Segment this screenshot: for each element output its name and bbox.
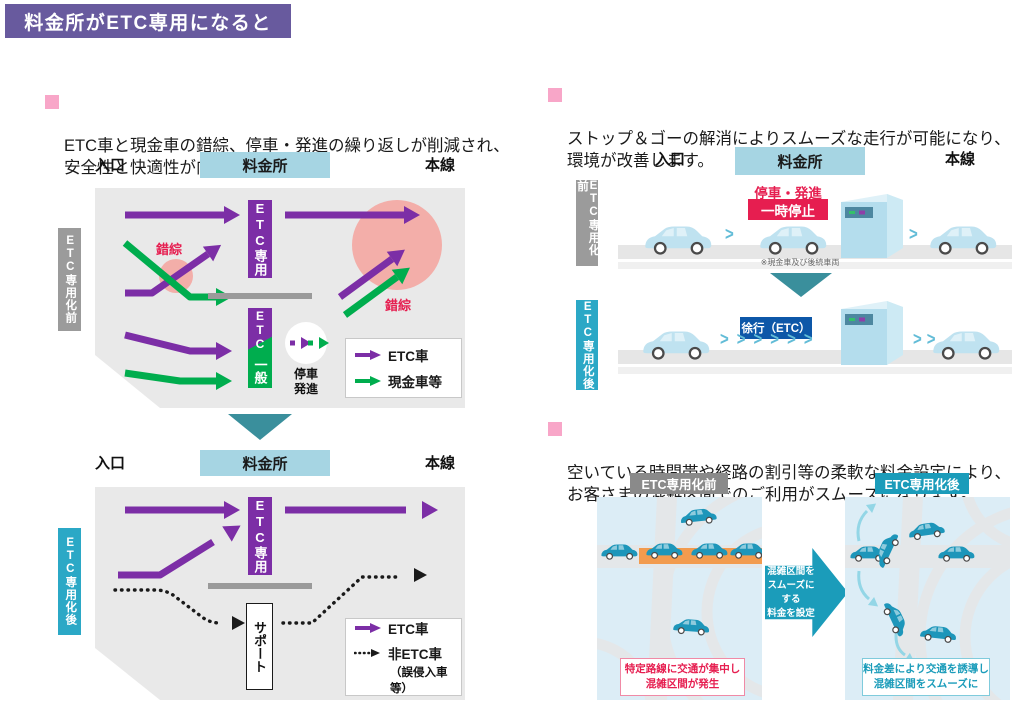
side-label-before: ETC専用化前 xyxy=(576,180,600,266)
green-arrow-icon xyxy=(355,376,381,386)
purple-arrow-icon xyxy=(355,350,381,360)
slow-etc-badge: 徐行（ETC） xyxy=(740,317,812,339)
entrance-label: 入口 xyxy=(654,151,685,168)
title-banner: 料金所がETC専用になると xyxy=(5,4,291,38)
mainline-label: 本線 xyxy=(944,151,975,168)
confusion-label-left: 錯綜 xyxy=(155,242,182,257)
chevron-icon: > xyxy=(725,223,734,246)
chevron-icon: > xyxy=(720,328,729,351)
chevron-icon: > xyxy=(787,328,796,351)
transition-arrow-icon xyxy=(228,414,292,440)
chevron-row: > > > > > > xyxy=(720,328,813,351)
diagram-flow: 入口 料金所 本線 ETC専用化前 停車・発進 一時停止 > > ※現金車及び後… xyxy=(545,140,1024,415)
map-before-caption: 特定路線に交通が集中し 混雑区間が発生 xyxy=(620,658,745,696)
chevron-icon: > xyxy=(753,328,763,351)
legend-item-etc: ETC車 xyxy=(354,618,453,638)
legend-item-etc: ETC車 xyxy=(354,345,453,365)
diagram-etc-after: 入口 料金所 本線 ETC専用化後 ETC専用 サポート ETC車 非ETC車 … xyxy=(40,442,510,707)
legend-item-non-etc-sub: （誤侵入車等） xyxy=(390,667,448,695)
side-label-after: ETC専用化後 xyxy=(576,300,598,390)
measure-arrow-label: 混雑区間を スムーズにする 料金を設定 xyxy=(767,566,815,619)
map-after-graphic xyxy=(845,497,1010,700)
benefit-text-2: ストップ＆ゴーの解消によりスムーズな走行が可能になり、 環境が改善します。 xyxy=(548,84,1022,172)
map-before-header: ETC専用化前 xyxy=(630,473,728,494)
bullet-square-icon xyxy=(548,422,562,436)
support-gate: サポート xyxy=(246,603,273,690)
bullet-square-icon xyxy=(45,95,59,109)
bullet-square-icon xyxy=(548,88,562,102)
tollgate-header: 料金所 xyxy=(200,450,330,476)
map-after-header: ETC専用化後 xyxy=(875,473,969,494)
legend-item-non-etc: 非ETC車 xyxy=(354,643,453,663)
diagram-flow-graphic xyxy=(618,192,1012,374)
pause-badge: 一時停止 xyxy=(748,199,828,220)
purple-arrow-icon xyxy=(355,623,381,633)
legend-item-cash: 現金車等 xyxy=(354,371,453,391)
chevron-icon: > xyxy=(736,328,746,351)
dotted-arrow-icon xyxy=(354,649,380,657)
chevron-icon: > xyxy=(803,328,813,351)
tollgate-header: 料金所 xyxy=(735,147,865,175)
diagram-etc-before: 入口 料金所 本線 ETC専用化前 ETC専用 ETC 一般 錯綜 錯綜 停車 … xyxy=(40,145,510,415)
tollgate-header: 料金所 xyxy=(200,152,330,178)
etc-only-gate: ETC専用 xyxy=(248,200,272,278)
measure-arrow: 混雑区間を スムーズにする 料金を設定 xyxy=(765,548,848,637)
entrance-label: 入口 xyxy=(94,157,125,174)
side-label-before: ETC専用化前 xyxy=(58,228,81,331)
etc-gate-text: ETC xyxy=(253,309,267,351)
mainline-label: 本線 xyxy=(424,157,455,174)
etc-general-gate: ETC 一般 xyxy=(248,308,272,388)
confusion-label-right: 錯綜 xyxy=(384,298,411,313)
etc-only-gate: ETC専用 xyxy=(248,497,272,575)
diagram-maps: ETC専用化前 ETC専用化後 混雑区間を スムーズにする 料金を設定 xyxy=(545,470,1024,707)
chevron-icon: > xyxy=(926,328,936,351)
side-label-after: ETC専用化後 xyxy=(58,528,81,635)
chevron-icon: > xyxy=(909,223,918,246)
lane-divider xyxy=(208,293,312,299)
map-after-caption: 料金差により交通を誘導し 混雑区間をスムーズに xyxy=(862,658,990,696)
legend-before: ETC車 現金車等 xyxy=(345,338,462,398)
general-gate-text: 一般 xyxy=(252,358,268,384)
chevron-icon: > xyxy=(913,328,922,351)
mainline-label: 本線 xyxy=(424,455,455,472)
stop-start-label: 停車 発進 xyxy=(293,367,318,396)
cash-car-note: ※現金車及び後続車両 xyxy=(760,258,840,267)
stop-go-label: 停車・発進 xyxy=(754,186,822,201)
chevron-row: > > xyxy=(913,328,936,351)
chevron-icon: > xyxy=(770,328,780,351)
lane-divider xyxy=(208,583,312,589)
page-title: 料金所がETC専用になると xyxy=(24,12,272,34)
entrance-label: 入口 xyxy=(94,455,125,472)
legend-after: ETC車 非ETC車 （誤侵入車等） xyxy=(345,618,462,696)
map-before-graphic xyxy=(597,497,762,700)
